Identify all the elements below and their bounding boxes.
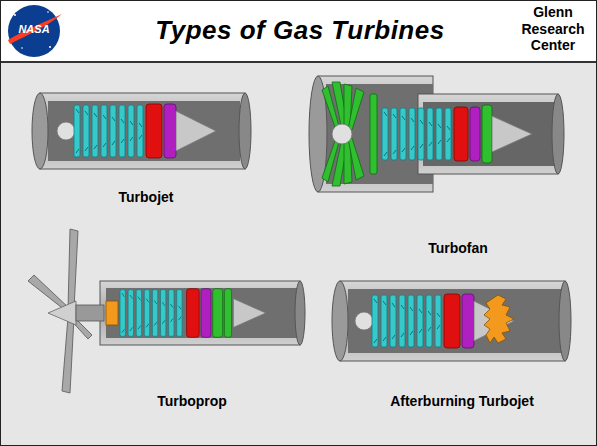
logo-text: NASA — [18, 23, 49, 35]
engine-label: Turboprop — [157, 393, 227, 409]
engine-label: Turbofan — [428, 240, 488, 256]
diagram-title: Types of Gas Turbines — [155, 15, 444, 46]
engine-label: Afterburning Turbojet — [390, 393, 534, 409]
engine-label: Turbojet — [119, 189, 174, 205]
center-name: Glenn Research Center — [514, 4, 592, 54]
